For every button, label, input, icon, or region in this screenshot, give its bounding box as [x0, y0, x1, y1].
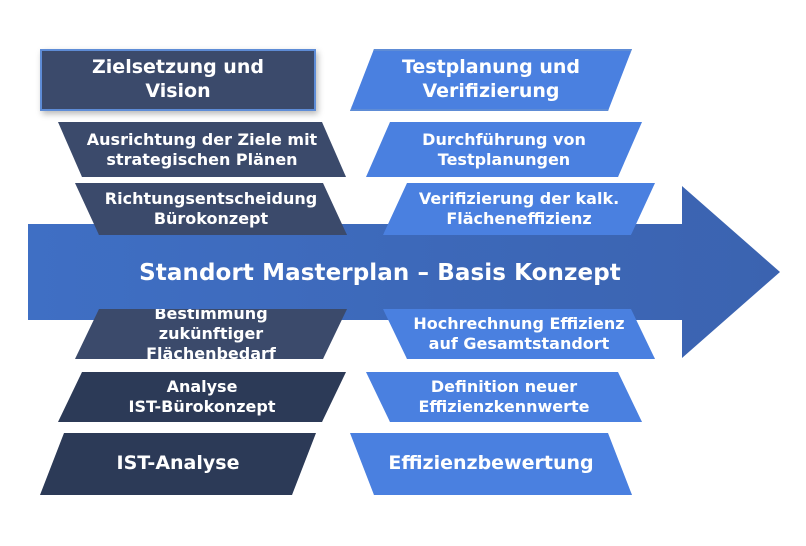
left-top-box-2: Ausrichtung der Ziele mit strategischen … — [58, 122, 346, 177]
right-bottom-box-1: Hochrechnung Effizienz auf Gesamtstandor… — [383, 309, 655, 359]
left-bottom-box-2: Analyse IST-Bürokonzept — [58, 372, 346, 422]
left-bottom-box-3: IST-Analyse — [40, 433, 316, 495]
right-bottom-box-2: Definition neuer Effizienzkennwerte — [366, 372, 642, 422]
left-top-box-1: Zielsetzung und Vision — [40, 49, 316, 111]
right-top-box-2: Durchführung von Testplanungen — [366, 122, 642, 177]
diagram-center-title: Standort Masterplan – Basis Konzept — [139, 260, 621, 286]
left-bottom-box-1: Bestimmung zukünftiger Flächenbedarf — [75, 309, 347, 359]
right-bottom-box-3: Effizienzbewertung — [350, 433, 632, 495]
left-top-box-3: Richtungsentscheidung Bürokonzept — [75, 183, 347, 235]
right-top-box-3: Verifizierung der kalk. Flächeneffizienz — [383, 183, 655, 235]
right-top-box-1: Testplanung und Verifizierung — [350, 49, 632, 111]
